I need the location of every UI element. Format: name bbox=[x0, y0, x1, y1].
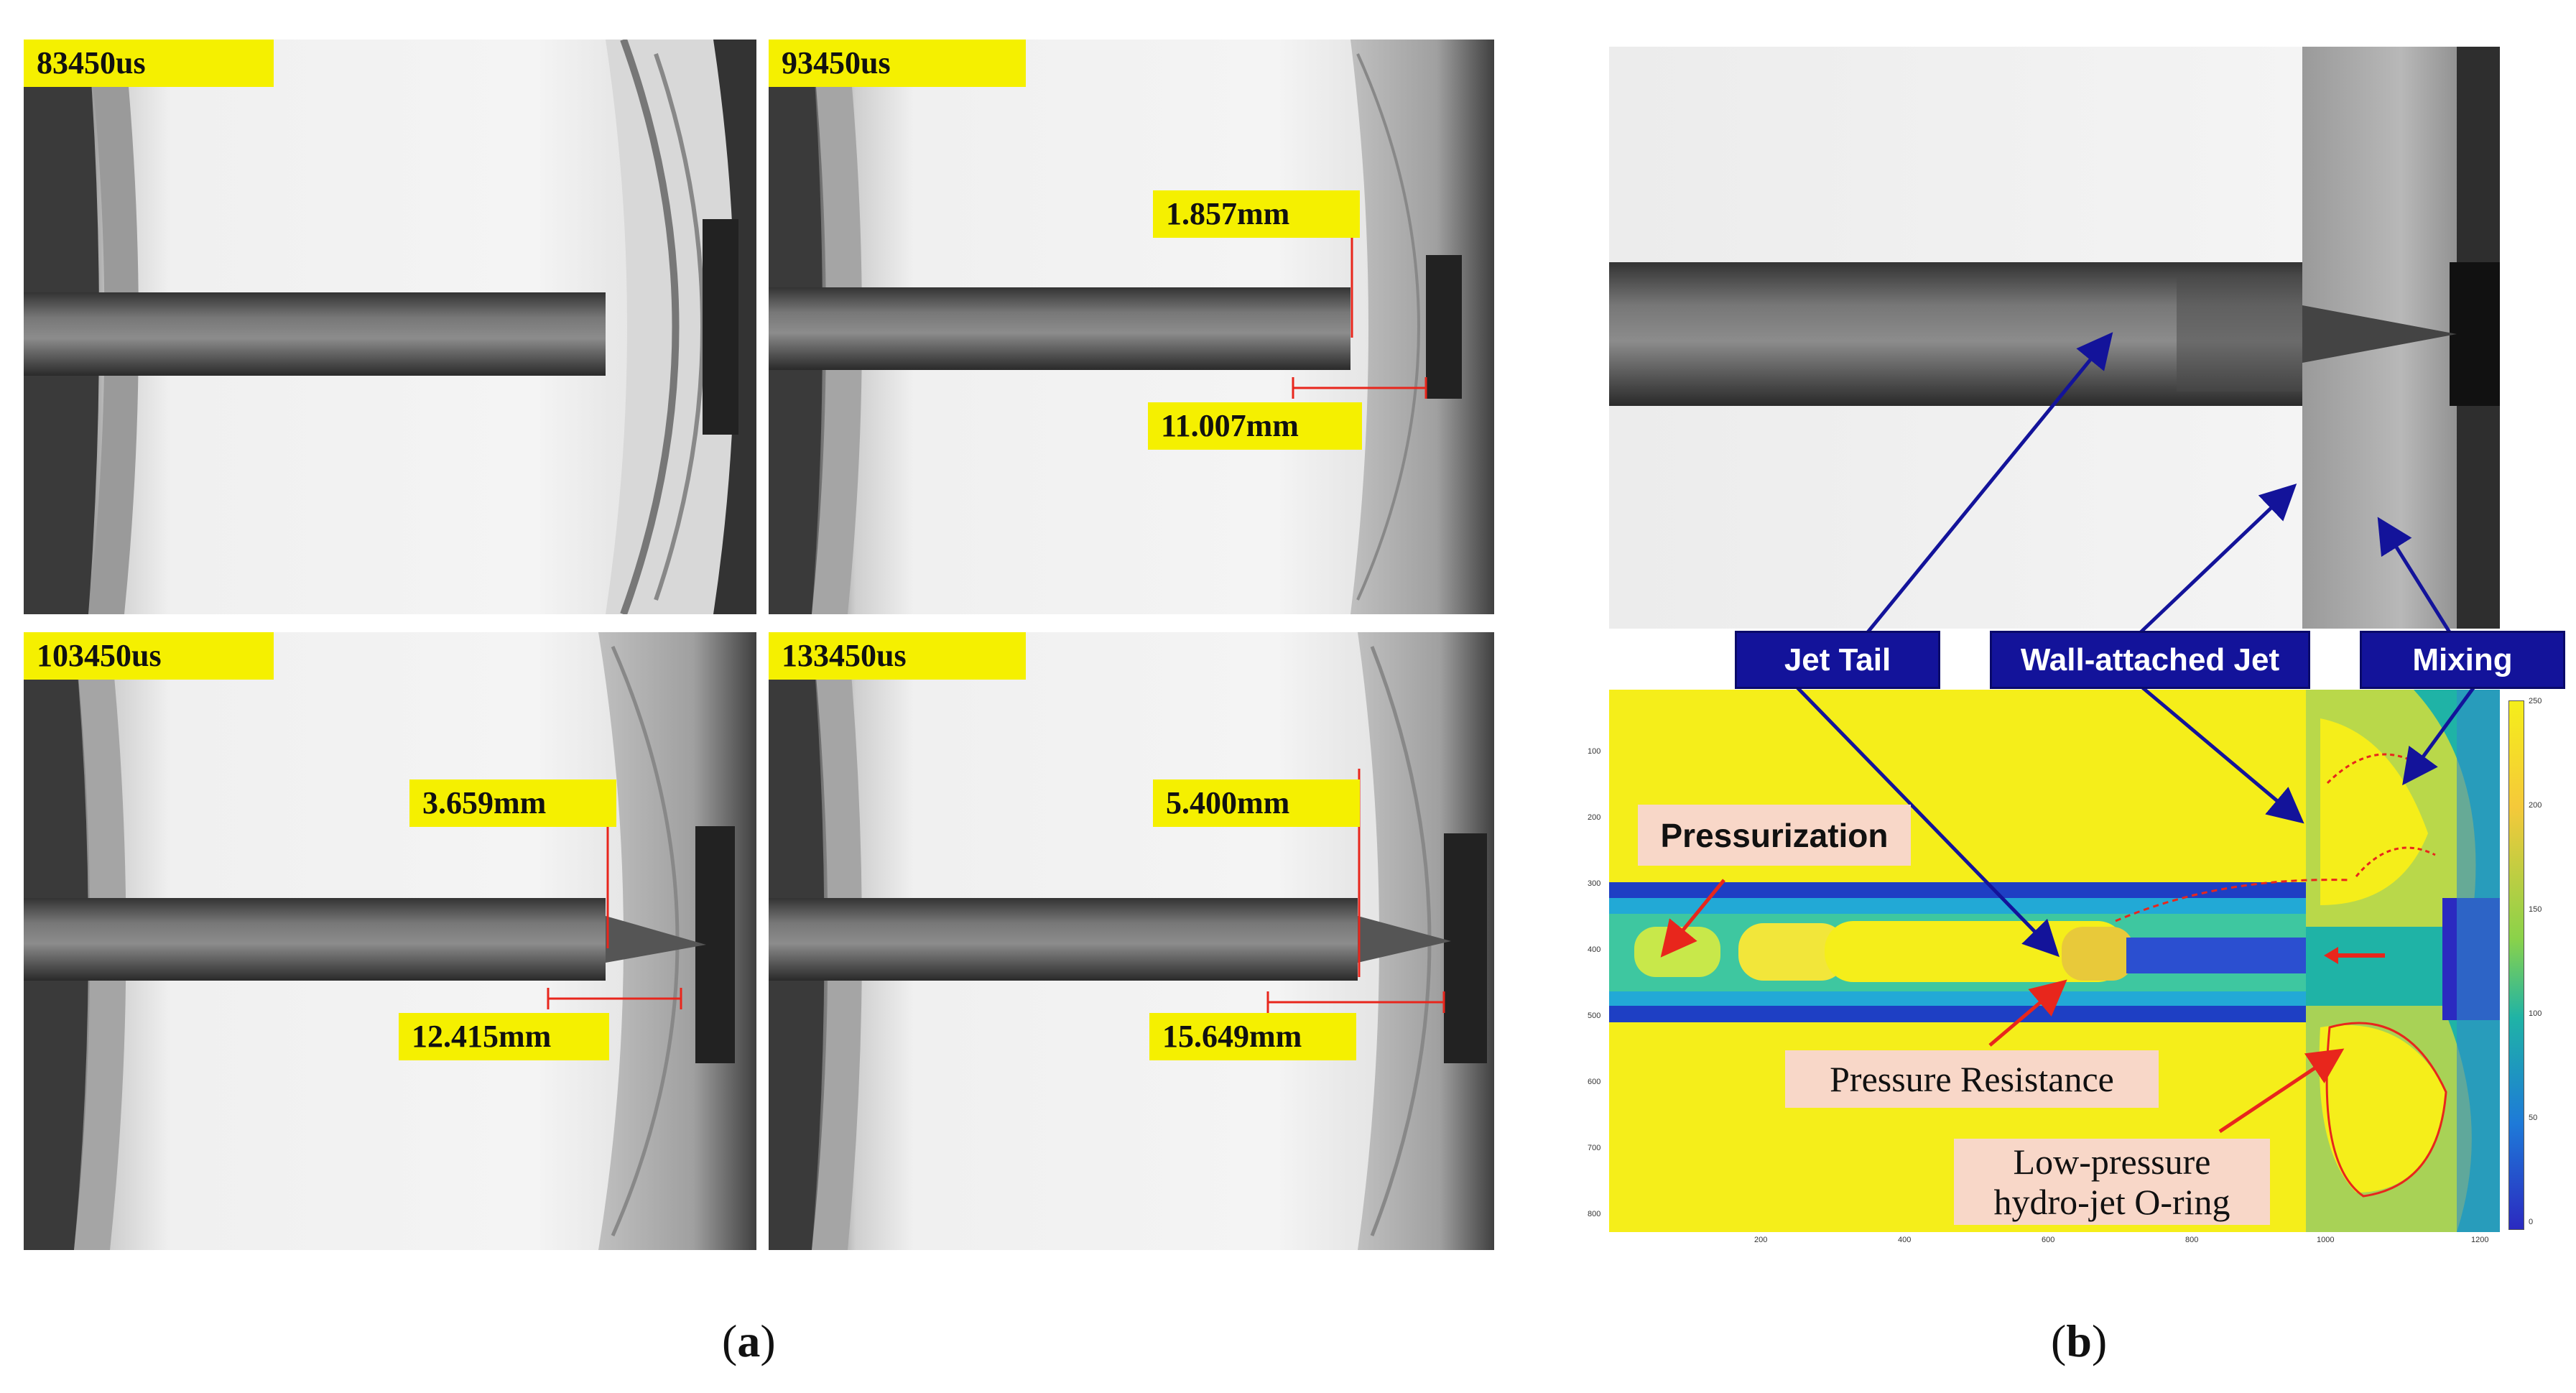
frame-133450us bbox=[769, 632, 1494, 1250]
label-pressure-resistance: Pressure Resistance bbox=[1785, 1050, 2159, 1108]
label-low-pressure-o-ring: Low-pressure hydro-jet O-ring bbox=[1954, 1139, 2270, 1225]
y-tick: 700 bbox=[1588, 1144, 1601, 1152]
y-tick: 400 bbox=[1588, 945, 1601, 954]
jet-photo bbox=[1609, 47, 2500, 629]
frame-103450us bbox=[24, 632, 756, 1250]
label-wall-attached-jet: Wall-attached Jet bbox=[1990, 631, 2310, 689]
x-tick: 800 bbox=[2185, 1236, 2199, 1244]
x-tick: 1000 bbox=[2317, 1236, 2335, 1244]
colorbar-tick: 150 bbox=[2529, 905, 2542, 914]
time-label-93450us: 93450us bbox=[769, 40, 1026, 87]
frame-83450us bbox=[24, 40, 756, 614]
time-label-133450us: 133450us bbox=[769, 632, 1026, 680]
x-tick: 1200 bbox=[2471, 1236, 2489, 1244]
caption-b: (b) bbox=[2051, 1315, 2108, 1366]
time-label-103450us: 103450us bbox=[24, 632, 274, 680]
y-tick: 200 bbox=[1588, 813, 1601, 822]
colorbar bbox=[2508, 700, 2524, 1230]
label-low-pressure-line1: Low-pressure bbox=[2013, 1142, 2211, 1182]
offset-label-93450us: 1.857mm bbox=[1153, 190, 1360, 238]
x-tick: 600 bbox=[2042, 1236, 2055, 1244]
caption-a: (a) bbox=[722, 1315, 776, 1366]
colorbar-tick: 0 bbox=[2529, 1218, 2534, 1226]
y-tick: 500 bbox=[1588, 1012, 1601, 1020]
y-tick: 800 bbox=[1588, 1210, 1601, 1218]
colorbar-tick: 200 bbox=[2529, 801, 2542, 810]
offset-label-133450us: 5.400mm bbox=[1153, 779, 1360, 827]
label-pressurization: Pressurization bbox=[1638, 805, 1911, 866]
label-mixing: Mixing bbox=[2360, 631, 2565, 689]
colorbar-tick: 50 bbox=[2529, 1114, 2538, 1122]
colorbar-tick: 100 bbox=[2529, 1009, 2542, 1018]
x-tick: 200 bbox=[1754, 1236, 1768, 1244]
colorbar-tick: 250 bbox=[2529, 697, 2542, 705]
length-label-103450us: 12.415mm bbox=[399, 1013, 609, 1060]
time-label-83450us: 83450us bbox=[24, 40, 274, 87]
length-label-93450us: 11.007mm bbox=[1148, 402, 1362, 450]
y-tick: 100 bbox=[1588, 747, 1601, 756]
x-tick: 400 bbox=[1898, 1236, 1912, 1244]
y-tick: 600 bbox=[1588, 1078, 1601, 1086]
label-low-pressure-line2: hydro-jet O-ring bbox=[1993, 1182, 2230, 1222]
frame-93450us bbox=[769, 40, 1494, 614]
offset-label-103450us: 3.659mm bbox=[409, 779, 616, 827]
length-label-133450us: 15.649mm bbox=[1149, 1013, 1356, 1060]
label-jet-tail: Jet Tail bbox=[1735, 631, 1940, 689]
y-tick: 300 bbox=[1588, 879, 1601, 888]
